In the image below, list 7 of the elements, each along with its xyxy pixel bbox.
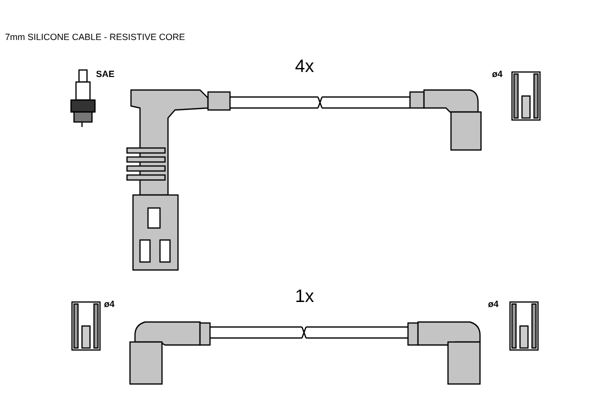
diameter-label: ø4 bbox=[104, 300, 115, 309]
standard-label: SAE bbox=[96, 70, 115, 79]
diameter-label: ø4 bbox=[492, 70, 503, 79]
quantity-label: 4x bbox=[295, 57, 314, 75]
subtitle: 7mm SILICONE CABLE - RESISTIVE CORE bbox=[5, 33, 186, 42]
quantity-label: 1x bbox=[295, 287, 314, 305]
diameter-label: ø4 bbox=[488, 300, 499, 309]
